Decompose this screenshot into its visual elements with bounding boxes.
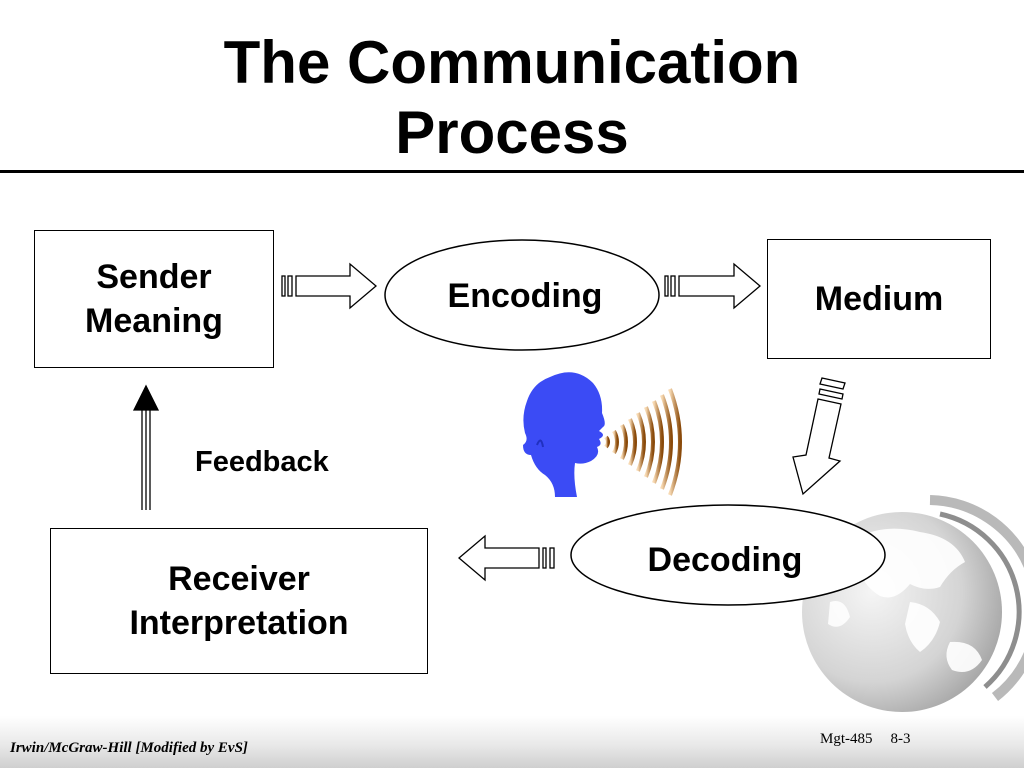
course-code: Mgt-485 xyxy=(820,731,873,747)
encoding-ellipse xyxy=(384,239,660,351)
decoding-label: Decoding xyxy=(647,541,803,579)
sound-waves-icon xyxy=(604,388,682,496)
footer-page-info: Mgt-485 8-3 xyxy=(820,731,929,748)
speaking-head-icon xyxy=(523,372,605,497)
arrow-decoding-to-receiver xyxy=(457,534,555,582)
arrow-sender-to-encoding xyxy=(281,262,378,310)
title-line-2: Process xyxy=(395,99,629,166)
footer-credit: Irwin/McGraw-Hill [Modified by EvS] xyxy=(10,740,248,756)
decoding-ellipse xyxy=(570,504,886,606)
sender-box: Sender Meaning xyxy=(34,230,274,368)
receiver-label: Receiver xyxy=(168,560,310,598)
receiver-box: Receiver Interpretation xyxy=(50,528,428,674)
medium-label: Medium xyxy=(814,280,944,318)
interpretation-label: Interpretation xyxy=(129,604,349,642)
sender-label: Sender xyxy=(96,258,212,296)
arrow-encoding-to-medium xyxy=(664,262,762,310)
title-divider xyxy=(0,170,1024,173)
title-line-1: The Communication xyxy=(223,29,801,96)
encoding-label: Encoding xyxy=(447,277,603,315)
footer-band xyxy=(0,716,1024,768)
slide-title: The Communication Process xyxy=(0,28,1024,168)
feedback-arrow xyxy=(132,384,160,510)
feedback-label: Feedback xyxy=(195,446,329,478)
medium-box: Medium xyxy=(767,239,991,359)
meaning-label: Meaning xyxy=(85,302,223,340)
page-number: 8-3 xyxy=(890,731,911,747)
arrow-medium-to-decoding xyxy=(792,377,846,496)
